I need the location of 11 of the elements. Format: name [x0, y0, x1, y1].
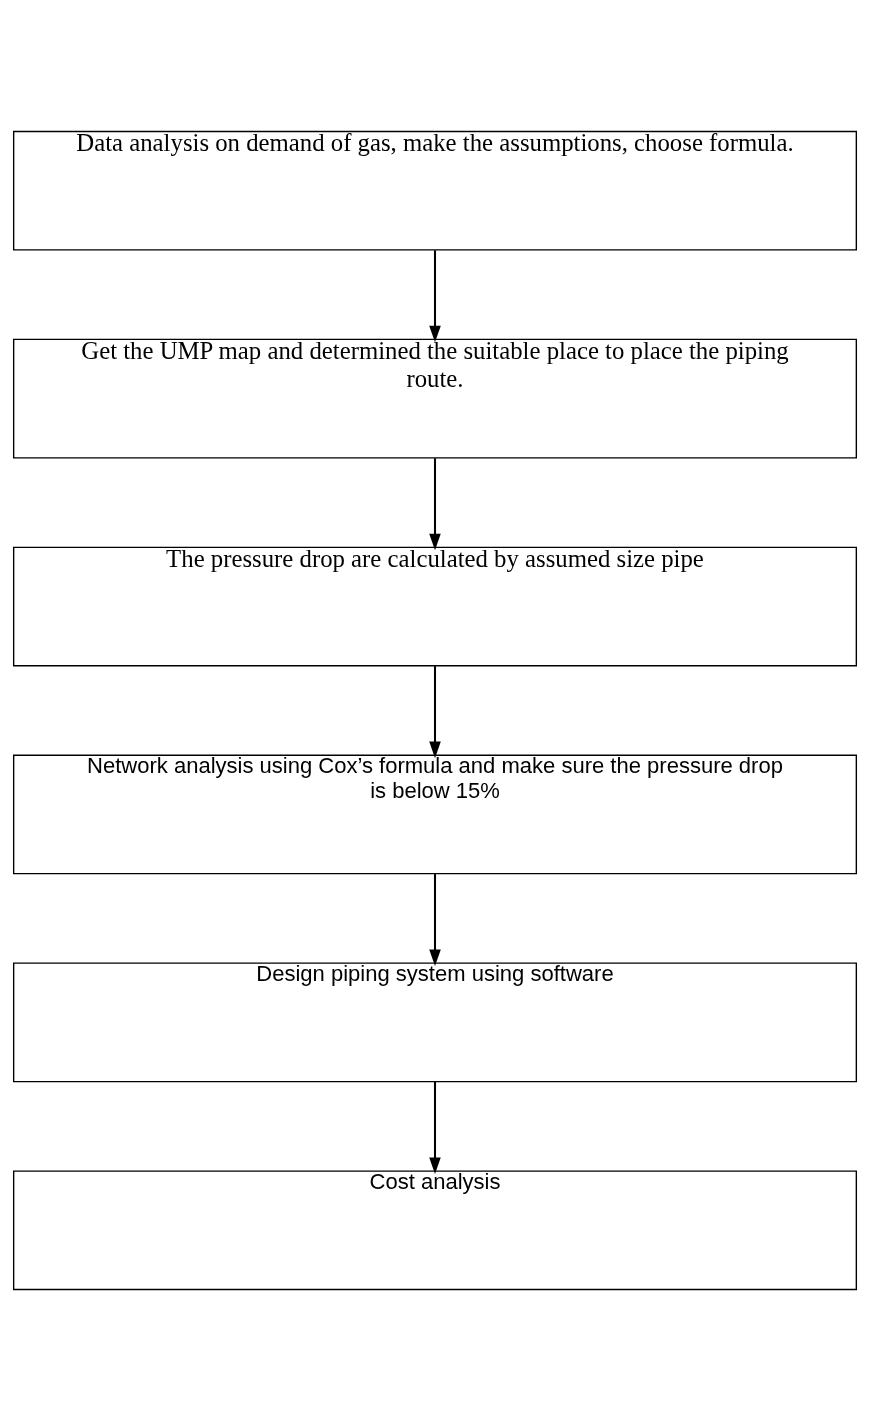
node-box: Network analysis using Cox’s formula and make sure the pressure drop is below 15% [12, 754, 858, 875]
arrow [429, 250, 441, 343]
arrow [429, 666, 441, 759]
node-box: Get the UMP map and determined the suitable place to place the piping route. [12, 338, 858, 459]
node-box: The pressure drop are calculated by assumed size pipe [12, 546, 858, 667]
arrow [429, 458, 441, 551]
arrow [429, 874, 441, 967]
node-box: Design piping system using software [12, 962, 858, 1083]
arrow [429, 1082, 441, 1174]
node-box: Data analysis on demand of gas, make the assumptions, choose formula. [12, 130, 858, 251]
node-box: Cost analysis [12, 1170, 858, 1291]
